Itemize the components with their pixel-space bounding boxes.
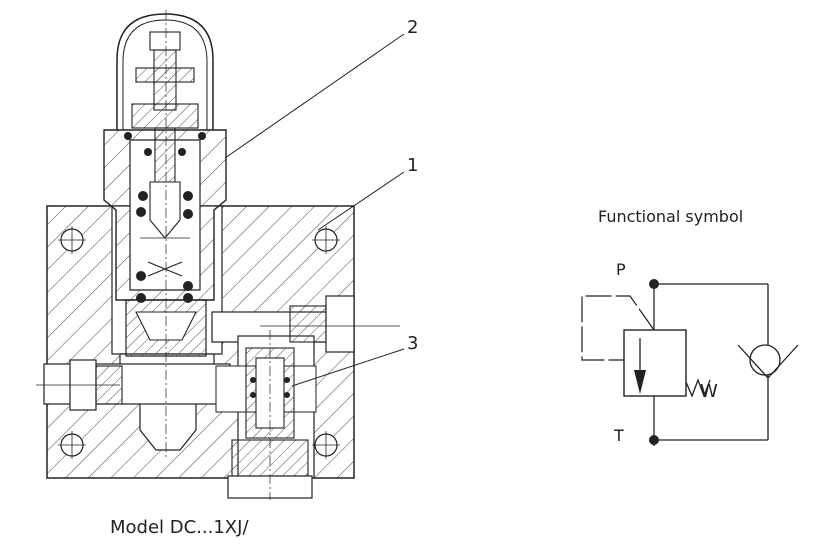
left-plug — [36, 359, 123, 411]
spring-symbol — [685, 378, 711, 398]
model-caption: Model DC...1XJ/ — [110, 517, 249, 538]
functional-symbol — [581, 279, 799, 446]
functional-symbol-title: Functional symbol — [598, 207, 744, 226]
check-valve-section — [227, 330, 313, 500]
callout-label-1: 1 — [407, 155, 419, 176]
cartridge-section — [103, 10, 227, 460]
flow-arrow — [634, 370, 646, 394]
port-t-label: T — [614, 426, 624, 445]
port-p-label: P — [616, 260, 626, 279]
callout-label-2: 2 — [407, 17, 419, 38]
relief-valve-box — [623, 329, 687, 397]
mounting-hole-bottom-left — [58, 431, 86, 459]
mounting-hole-bottom-right — [312, 431, 340, 459]
leader-lines — [224, 33, 405, 387]
spring-label: W — [700, 381, 718, 402]
mounting-hole-top-left — [58, 226, 86, 254]
callout-label-3: 3 — [407, 333, 419, 354]
mounting-hole-top-right — [312, 226, 340, 254]
right-plug — [260, 295, 400, 353]
